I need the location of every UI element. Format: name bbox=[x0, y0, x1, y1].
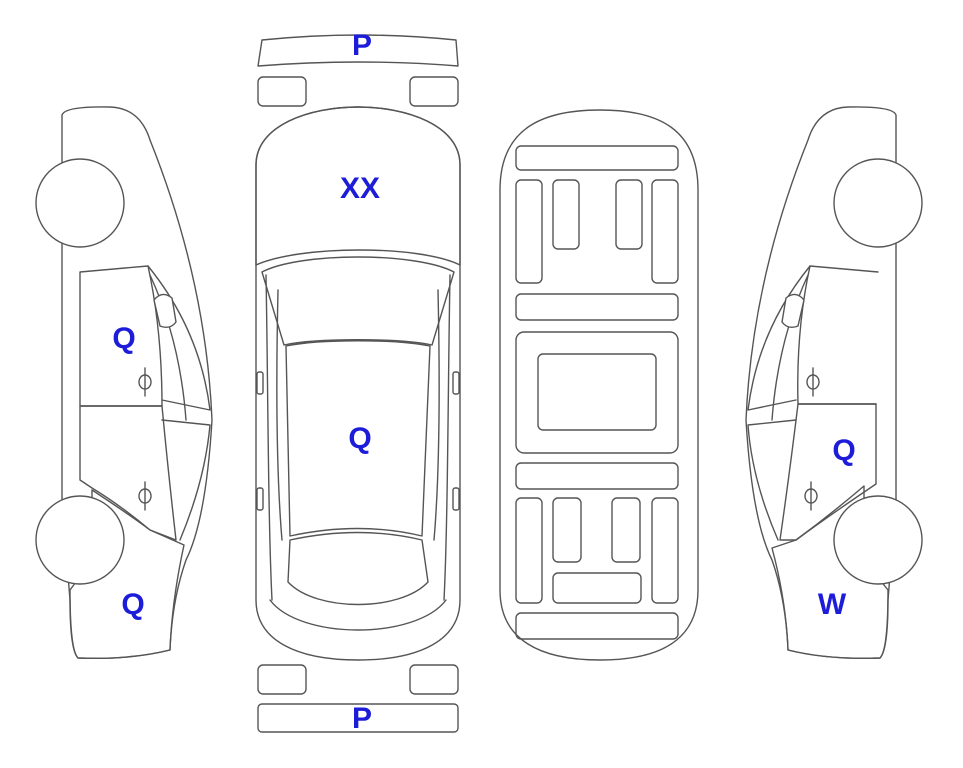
right-rear-wheel bbox=[833, 495, 923, 585]
left-front-wheel bbox=[35, 158, 125, 248]
left-front-door-label: Q bbox=[112, 322, 135, 355]
trunk-line bbox=[269, 599, 447, 631]
under-rear-right-block bbox=[611, 497, 641, 563]
rear-bumper-label: P bbox=[352, 702, 372, 735]
right-rear-handle bbox=[804, 481, 818, 511]
under-rear-right-rail bbox=[651, 497, 679, 604]
front-right-lamp bbox=[409, 76, 459, 107]
top-right-side-line bbox=[443, 274, 451, 601]
right-side-mirror bbox=[781, 293, 805, 329]
under-front-right-rail bbox=[651, 179, 679, 284]
left-side-mirror bbox=[153, 293, 177, 329]
right-front-window bbox=[747, 265, 811, 411]
left-front-window bbox=[147, 265, 211, 411]
under-cross-bar-2 bbox=[515, 462, 679, 490]
left-rear-quarter-label: Q bbox=[121, 588, 144, 621]
hood-panel[interactable] bbox=[255, 106, 461, 266]
front-bumper-panel[interactable] bbox=[257, 34, 459, 67]
top-right-inner-line bbox=[433, 289, 440, 541]
right-pillar bbox=[771, 274, 809, 421]
underside-outline bbox=[499, 109, 699, 661]
top-left-side-line bbox=[265, 274, 273, 601]
left-pillar bbox=[149, 274, 187, 421]
front-left-lamp bbox=[257, 76, 307, 107]
rear-bumper-panel[interactable] bbox=[257, 703, 459, 733]
right-rear-quarter-label: W bbox=[818, 588, 847, 621]
right-front-door bbox=[797, 265, 879, 405]
underside-view bbox=[499, 109, 699, 661]
right-front-handle bbox=[806, 367, 820, 397]
left-front-handle bbox=[138, 367, 152, 397]
right-side-view: Q W bbox=[745, 106, 923, 660]
left-rear-handle bbox=[138, 481, 152, 511]
top-left-inner-line bbox=[276, 289, 283, 541]
right-rear-door-label: Q bbox=[832, 434, 855, 467]
under-front-left-rail bbox=[515, 179, 543, 284]
left-handle bbox=[256, 487, 264, 511]
left-rear-window bbox=[161, 419, 211, 541]
under-cross-bar-1 bbox=[515, 293, 679, 321]
rear-right-lamp bbox=[409, 664, 459, 695]
under-rear-small-bar bbox=[552, 572, 642, 604]
top-view: P XX Q P bbox=[255, 29, 461, 735]
under-front-right-block bbox=[615, 179, 643, 250]
right-handle bbox=[452, 487, 460, 511]
right-rear-door-panel[interactable] bbox=[779, 403, 877, 541]
left-rear-wheel bbox=[35, 495, 125, 585]
windshield bbox=[261, 256, 455, 346]
roof-panel[interactable] bbox=[285, 340, 431, 537]
left-rear-door bbox=[79, 405, 177, 541]
right-mirror bbox=[452, 371, 460, 395]
left-side-view: Q Q bbox=[35, 106, 213, 660]
under-rear-left-rail bbox=[515, 497, 543, 604]
left-mirror bbox=[256, 371, 264, 395]
rear-window bbox=[287, 531, 429, 606]
front-bumper-label: P bbox=[352, 29, 372, 62]
rear-left-lamp bbox=[257, 664, 307, 695]
under-rear-left-block bbox=[552, 497, 582, 563]
right-rear-window bbox=[747, 419, 797, 541]
roof-label: Q bbox=[348, 422, 371, 455]
right-front-wheel bbox=[833, 158, 923, 248]
under-rear-bar bbox=[515, 612, 679, 640]
under-mid-frame bbox=[515, 331, 679, 454]
under-center-panel bbox=[537, 353, 657, 431]
under-front-bar bbox=[515, 145, 679, 171]
hood-label: XX bbox=[340, 172, 380, 205]
under-front-left-block bbox=[552, 179, 580, 250]
